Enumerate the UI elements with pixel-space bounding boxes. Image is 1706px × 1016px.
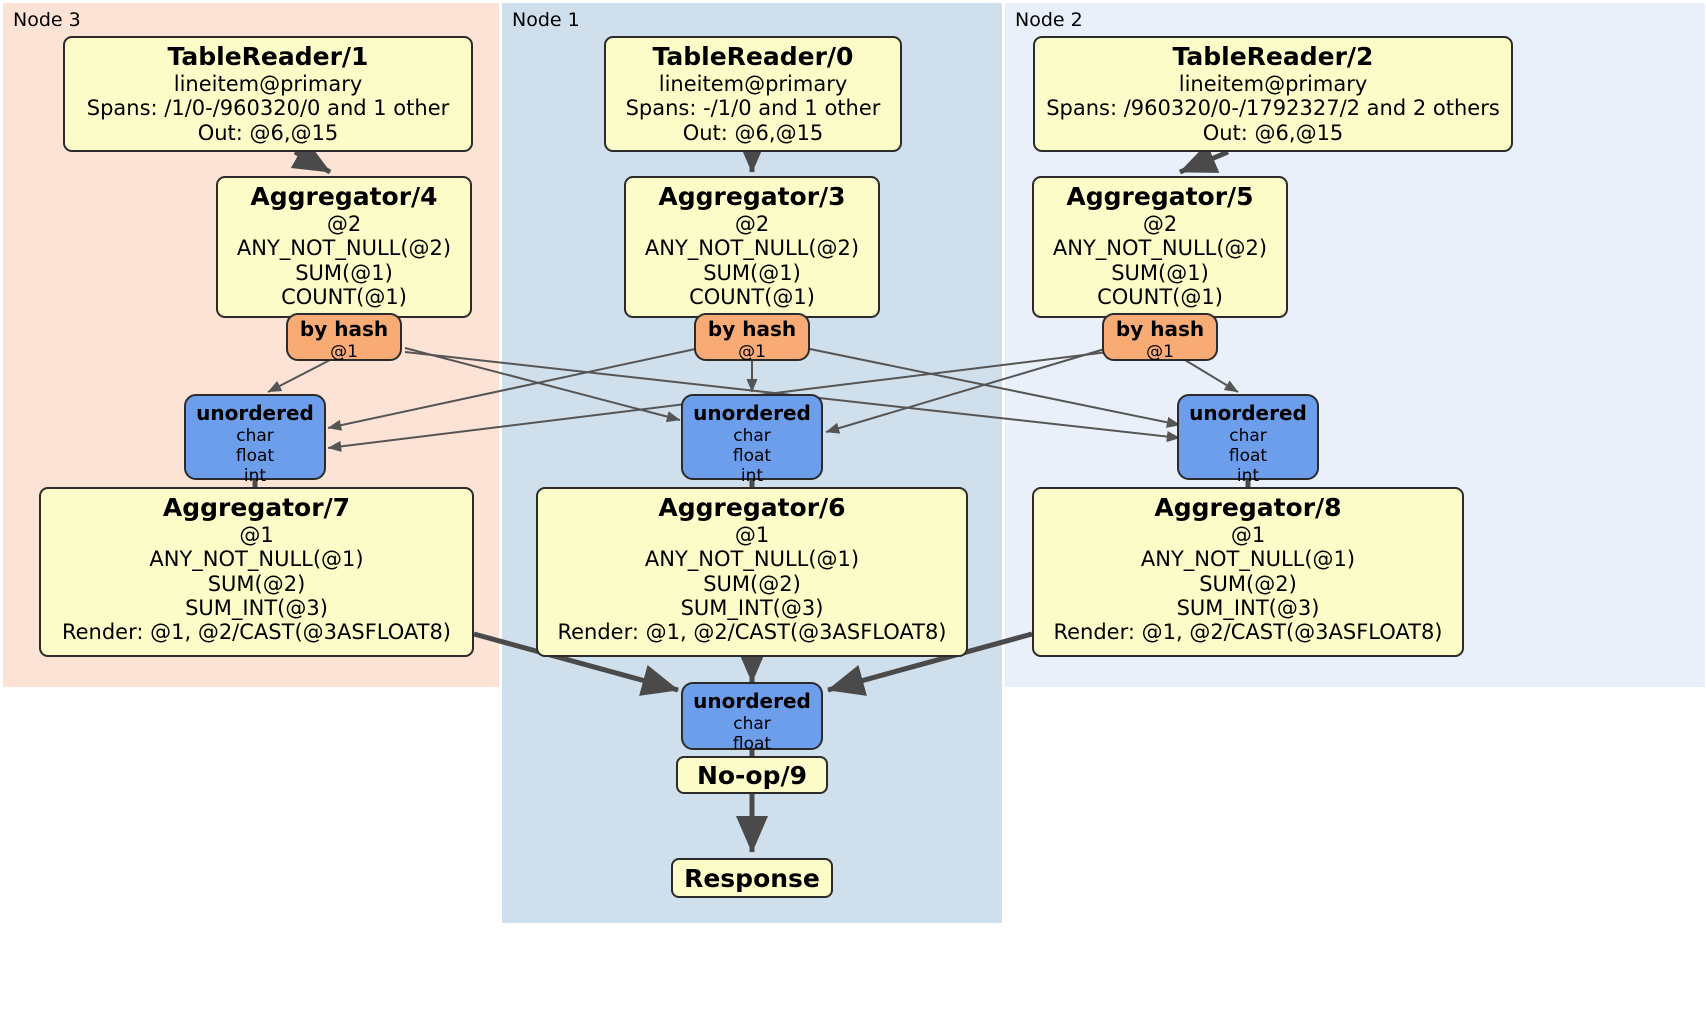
router-title: by hash <box>1115 317 1205 341</box>
processor-title: No-op/9 <box>696 760 808 790</box>
processor-title: TableReader/0 <box>652 42 854 71</box>
router-line: int <box>243 465 267 486</box>
router-by-hash-center[interactable]: by hash @1 <box>694 313 810 362</box>
processor-aggregator-6[interactable]: Aggregator/6 @1 ANY_NOT_NULL(@1) SUM(@2)… <box>536 487 968 657</box>
processor-line: @1 <box>239 523 274 547</box>
processor-line: ANY_NOT_NULL(@2) <box>1052 236 1268 261</box>
processor-line: lineitem@primary <box>1178 72 1368 96</box>
router-line: int <box>740 465 764 486</box>
processor-line: Out: @6,@15 <box>1202 120 1344 145</box>
router-line: @1 <box>330 341 358 362</box>
router-line: char <box>1229 425 1267 446</box>
processor-aggregator-4[interactable]: Aggregator/4 @2 ANY_NOT_NULL(@2) SUM(@1)… <box>216 176 472 318</box>
processor-title: Aggregator/6 <box>658 493 846 522</box>
router-by-hash-left[interactable]: by hash @1 <box>286 313 402 362</box>
processor-line: ANY_NOT_NULL(@1) <box>1140 547 1356 572</box>
router-line: char <box>236 425 274 446</box>
processor-line: @1 <box>734 523 770 547</box>
processor-tablereader-1[interactable]: TableReader/1 lineitem@primary Spans: /1… <box>63 36 473 152</box>
processor-line: lineitem@primary <box>173 72 363 96</box>
router-unordered-right[interactable]: unordered char float int <box>1177 394 1319 486</box>
processor-aggregator-8[interactable]: Aggregator/8 @1 ANY_NOT_NULL(@1) SUM(@2)… <box>1032 487 1464 657</box>
region-node-1-label: Node 1 <box>512 9 580 31</box>
router-unordered-center[interactable]: unordered char float int <box>681 394 823 486</box>
processor-line: SUM_INT(@3) <box>1176 596 1320 621</box>
processor-line: SUM(@1) <box>703 260 801 285</box>
processor-line: SUM_INT(@3) <box>185 596 328 621</box>
router-line: float <box>235 445 275 466</box>
processor-aggregator-3[interactable]: Aggregator/3 @2 ANY_NOT_NULL(@2) SUM(@1)… <box>624 176 880 318</box>
processor-line: SUM(@2) <box>1199 571 1297 596</box>
router-unordered-left[interactable]: unordered char float int <box>184 394 326 486</box>
processor-title: Aggregator/4 <box>250 182 438 211</box>
processor-line: Render: @1, @2/CAST(@3ASFLOAT8) <box>557 620 947 645</box>
processor-response[interactable]: Response <box>671 858 833 898</box>
processor-line: Render: @1, @2/CAST(@3ASFLOAT8) <box>1053 620 1443 645</box>
processor-line: SUM(@2) <box>703 571 801 596</box>
processor-line: Spans: -/1/0 and 1 other <box>625 96 881 121</box>
processor-line: Spans: /1/0-/960320/0 and 1 other <box>86 96 450 121</box>
processor-line: Spans: /960320/0-/1792327/2 and 2 others <box>1046 96 1500 121</box>
processor-title: TableReader/2 <box>1172 42 1374 71</box>
processor-tablereader-2[interactable]: TableReader/2 lineitem@primary Spans: /9… <box>1033 36 1513 152</box>
processor-line: SUM(@1) <box>1111 260 1209 285</box>
processor-tablereader-0[interactable]: TableReader/0 lineitem@primary Spans: -/… <box>604 36 902 152</box>
processor-title: Response <box>684 863 820 893</box>
processor-line: ANY_NOT_NULL(@2) <box>236 236 452 261</box>
router-line: float <box>732 445 772 466</box>
router-line: @1 <box>1146 341 1174 362</box>
processor-line: ANY_NOT_NULL(@1) <box>644 547 860 572</box>
region-node-3-label: Node 3 <box>13 9 81 31</box>
router-title: unordered <box>693 401 811 425</box>
processor-line: SUM(@1) <box>295 260 393 285</box>
router-title: unordered <box>693 689 811 713</box>
processor-title: Aggregator/5 <box>1066 182 1254 211</box>
router-title: by hash <box>299 317 389 341</box>
processor-line: SUM(@2) <box>207 571 306 596</box>
router-line: int <box>1236 465 1260 486</box>
processor-line: COUNT(@1) <box>689 285 815 310</box>
processor-line: ANY_NOT_NULL(@2) <box>644 236 860 261</box>
processor-title: Aggregator/7 <box>162 493 351 522</box>
router-title: unordered <box>196 401 314 425</box>
processor-line: ANY_NOT_NULL(@1) <box>149 547 364 572</box>
processor-aggregator-7[interactable]: Aggregator/7 @1 ANY_NOT_NULL(@1) SUM(@2)… <box>39 487 474 657</box>
router-line: char <box>733 425 771 446</box>
router-title: by hash <box>707 317 797 341</box>
region-node-2-label: Node 2 <box>1015 9 1083 31</box>
router-line: @1 <box>738 341 766 362</box>
processor-line: COUNT(@1) <box>281 285 407 310</box>
processor-line: COUNT(@1) <box>1097 285 1223 310</box>
router-line: float <box>1228 445 1268 466</box>
processor-line: @2 <box>326 212 362 236</box>
processor-noop-9[interactable]: No-op/9 <box>676 756 828 794</box>
processor-line: Out: @6,@15 <box>197 120 339 145</box>
processor-line: @2 <box>734 212 770 236</box>
router-line: float <box>732 733 772 754</box>
processor-aggregator-5[interactable]: Aggregator/5 @2 ANY_NOT_NULL(@2) SUM(@1)… <box>1032 176 1288 318</box>
processor-line: Out: @6,@15 <box>682 120 824 145</box>
router-by-hash-right[interactable]: by hash @1 <box>1102 313 1218 362</box>
processor-title: TableReader/1 <box>167 42 369 71</box>
processor-line: Render: @1, @2/CAST(@3ASFLOAT8) <box>61 620 452 645</box>
processor-line: SUM_INT(@3) <box>680 596 824 621</box>
router-title: unordered <box>1189 401 1307 425</box>
router-unordered-final[interactable]: unordered char float <box>681 682 823 754</box>
processor-line: @2 <box>1142 212 1178 236</box>
router-line: char <box>733 713 771 734</box>
processor-line: lineitem@primary <box>658 72 848 96</box>
processor-line: @1 <box>1230 523 1266 547</box>
processor-title: Aggregator/8 <box>1154 493 1342 522</box>
processor-title: Aggregator/3 <box>658 182 846 211</box>
